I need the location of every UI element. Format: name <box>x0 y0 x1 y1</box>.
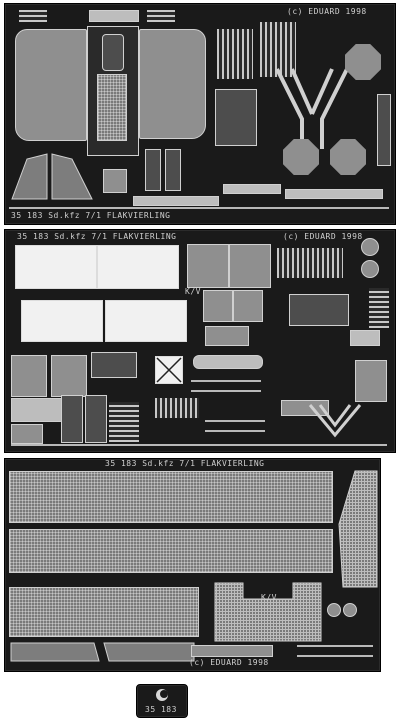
ribbed-panel-fret2 <box>277 248 343 278</box>
seat-bracket-left <box>11 355 47 397</box>
fret3-copyright: (c) EDUARD 1998 <box>189 658 269 667</box>
rail-1 <box>191 380 261 382</box>
center-seat-top <box>102 34 124 71</box>
bottom-rail-1 <box>297 645 373 647</box>
fret1-copyright: (c) EDUARD 1998 <box>287 7 367 16</box>
etched-fret-3: 35 183 Sd.kfz 7/1 FLAKVIERLING K/V <box>4 458 381 672</box>
rail-3 <box>205 420 265 422</box>
small-round-part-1 <box>327 603 341 617</box>
rect-frame-1 <box>289 294 349 326</box>
octagon-part-3 <box>330 139 366 175</box>
angle-part-1 <box>215 89 257 146</box>
rail-4 <box>205 430 265 432</box>
cross-mark <box>156 357 182 383</box>
side-panel-upper-left <box>15 245 97 289</box>
vertical-plate-1 <box>61 395 83 443</box>
ribbed-part-2 <box>260 22 296 77</box>
plate-grey-1 <box>187 244 229 288</box>
octagon-part-1 <box>345 44 381 80</box>
vertical-plate-2 <box>85 395 107 443</box>
small-round-part-2 <box>343 603 357 617</box>
right-column-ribs <box>369 288 389 328</box>
top-small-ribs-2 <box>147 10 175 22</box>
box-bracket <box>350 330 380 346</box>
bracket-plate-2 <box>233 290 263 322</box>
ammo-box-small <box>91 352 137 378</box>
eduard-badge: 35 183 <box>136 684 188 718</box>
side-panel-lower-right <box>105 300 187 342</box>
bottom-strip-part <box>191 645 273 657</box>
small-parts-grid-left <box>11 398 63 422</box>
octagon-part-2 <box>283 139 319 175</box>
mesh-screen-1 <box>9 471 333 523</box>
mesh-shield-right <box>338 470 378 588</box>
fret1-product-code: 35 183 Sd.kfz 7/1 FLAKVIERLING <box>11 211 171 220</box>
eduard-logo <box>156 689 168 701</box>
round-disc-2 <box>361 260 379 278</box>
fender-part-left <box>11 153 93 200</box>
rail-2 <box>191 390 261 392</box>
fret2-copyright: (c) EDUARD 1998 <box>283 232 363 241</box>
curved-strip-parts <box>10 642 195 662</box>
center-mesh-panel <box>97 74 127 141</box>
cross-brace-parts <box>308 404 362 438</box>
fret2-bottom-sprue <box>11 444 387 446</box>
fret3-kv-mark: K/V <box>261 593 277 602</box>
bracket-plate-1 <box>203 290 233 322</box>
lever-part-2 <box>165 149 181 191</box>
left-floor-panel <box>15 29 87 141</box>
badge-product-code: 35 183 <box>145 705 177 714</box>
stacked-strips <box>109 402 139 442</box>
ribbed-strip-bottom <box>155 398 199 418</box>
fret3-product-code: 35 183 Sd.kfz 7/1 FLAKVIERLING <box>105 459 265 468</box>
right-angle-part <box>355 360 387 402</box>
side-panel-upper-right <box>97 245 179 289</box>
fret2-product-code: 35 183 Sd.kfz 7/1 FLAKVIERLING <box>17 232 177 241</box>
right-floor-panel <box>139 29 206 139</box>
bottom-strip-1 <box>223 184 281 194</box>
etched-fret-1: (c) EDUARD 1998 35 183 Sd.kfz 7/1 FLAKVI… <box>4 3 396 225</box>
ribbed-part-1 <box>217 29 253 79</box>
long-rail-part <box>193 355 263 369</box>
side-panel-lower-left <box>21 300 103 342</box>
top-small-ribs-1 <box>19 10 47 22</box>
fret1-bottom-sprue <box>9 207 389 209</box>
mesh-screen-3 <box>9 587 199 637</box>
etched-fret-2: 35 183 Sd.kfz 7/1 FLAKVIERLING (c) EDUAR… <box>4 229 396 453</box>
seat-bracket-right <box>51 355 87 397</box>
round-disc-1 <box>361 238 379 256</box>
stay-plates <box>205 326 249 346</box>
bottom-strip-2 <box>285 189 383 199</box>
center-square-plate <box>103 169 127 193</box>
top-small-bracket-1 <box>89 10 139 22</box>
fret2-kv-mark: K/V <box>185 287 201 296</box>
small-tab-1 <box>11 424 43 444</box>
kv-mesh-bracket <box>214 582 322 642</box>
small-bracket-row <box>133 196 219 206</box>
long-strip-right <box>377 94 391 166</box>
bottom-rail-2 <box>297 655 373 657</box>
plate-grey-2 <box>229 244 271 288</box>
lever-part-1 <box>145 149 161 191</box>
y-pipe-parts <box>275 68 349 149</box>
mesh-screen-2 <box>9 529 333 573</box>
